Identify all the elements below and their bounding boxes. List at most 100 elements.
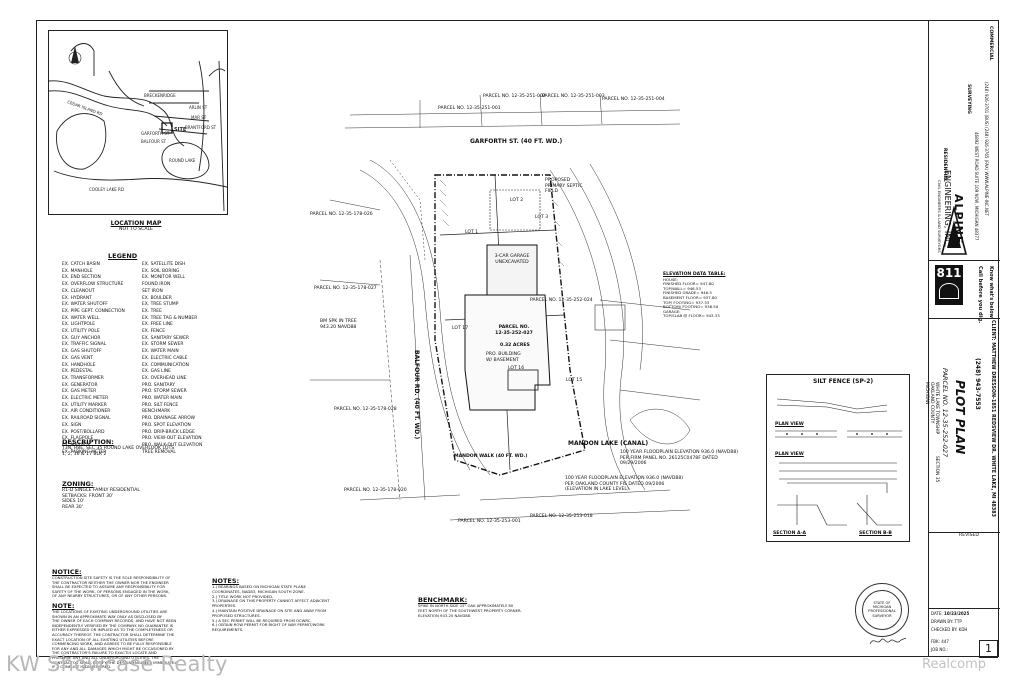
- parcel-label-8: PARCEL NO. 12-35-178-028: [334, 407, 397, 412]
- note-line: EXACT LOCATION OF ALL EXISTING UTILITIES…: [52, 636, 154, 642]
- benchmark-heading: BENCHMARK:: [418, 596, 468, 604]
- subject-area-label: 0.32 ACRES: [500, 343, 530, 348]
- legend-item: EX. PEDESTAL: [62, 369, 93, 375]
- watermark-kw-showcase: KW Showcase Realty: [6, 652, 228, 676]
- tb-811-line1: Know what's below.: [988, 266, 993, 320]
- notice-heading: NOTICE:: [52, 568, 82, 576]
- map-label-breck: BRECKENRIDGE: [144, 93, 176, 98]
- existing-building: [594, 304, 626, 331]
- watermark-realcomp: Realcomp: [922, 657, 987, 672]
- note-heading: NOTE:: [52, 601, 75, 610]
- plan-view-label-2: PLAN VIEW: [775, 452, 804, 457]
- note-line: IF A CONFLICT IS DISCOVERED.: [52, 664, 112, 670]
- legend-item: FOUND IRON: [142, 282, 171, 288]
- lake-label: MANDON LAKE (CANAL): [568, 440, 649, 447]
- tb-surveying: SURVEYING: [966, 84, 971, 114]
- legend-item: EX. GAS METER: [62, 389, 97, 395]
- tb-811-line2: Call before you dig.: [977, 266, 983, 324]
- tb-client-phone: (248) 943-7553: [974, 358, 981, 410]
- seal-text: STATE OF MICHIGAN PROFESSIONAL SURVEYOR: [868, 601, 896, 618]
- note-line: CONTRACTOR SHALL NOTIFY THE DESIGN ENGIN…: [52, 659, 179, 665]
- note-line: FOR ANY AND ALL DAMAGES WHICH MIGHT BE O…: [52, 645, 174, 651]
- legend-item: BENCHMARK: [142, 409, 171, 415]
- notes-line: REQUIREMENTS.: [212, 627, 244, 633]
- legend-item: EX. SOIL BORING: [142, 268, 180, 274]
- parcel-label-1: PARCEL NO. 12-35-251-001: [438, 106, 501, 111]
- notes-line: 3.) DRAINAGE ON THIS PROPERTY CANNOT AFF…: [212, 598, 330, 604]
- notes-line: 4.) MAINTAIN POSITIVE DRAINAGE ON SITE A…: [212, 607, 327, 613]
- zoning-line: R1-D SINGLE FAMILY RESIDENTIAL: [62, 488, 140, 493]
- legend-item: EX. PARKING METER: [62, 449, 107, 455]
- zoning-line: REAR 30': [62, 504, 83, 510]
- legend-item: EX. GAS LINE: [142, 369, 171, 375]
- tb-fbk-label: FBK:: [931, 639, 941, 644]
- street-north-label: GARFORTH ST. (40 FT. WD.): [470, 138, 563, 145]
- legend-item: PRO. WALK-OUT ELEVATION: [142, 442, 203, 448]
- tb-checked-label: CHECKED BY:: [931, 627, 958, 632]
- legend-item: EX. WATER MAIN: [142, 349, 179, 355]
- legend-item: EX. CLEANOUT: [62, 288, 95, 294]
- benchmark-line: SPIKE IN NORTH SIDE 15" OAK APPROXIMATEL…: [418, 603, 514, 608]
- garage-footprint: [486, 244, 538, 296]
- parcel-label-9: PARCEL NO. 12-35-178-020: [344, 488, 407, 493]
- note-line: COMMENCING WORK, AND AGREES TO BE FULLY …: [52, 641, 172, 647]
- description-line: T3N, R8E, SEC 35 ROUND LAKE OVERLOOK LOT…: [62, 446, 175, 451]
- legend-item: EX. FREE LINE: [142, 322, 173, 328]
- description-text: T3N, R8E, SEC 35 ROUND LAKE OVERLOOK LOT…: [62, 446, 242, 457]
- garage-label: 3-CAR GARAGE UNEXCAVATED: [494, 254, 530, 265]
- map-label-garforth: GARFORTH ST: [141, 131, 170, 136]
- tb-date: 10/23/2025: [944, 611, 970, 616]
- legend-item: PRO. SPOT ELEVATION: [142, 422, 191, 428]
- benchmark-line: ELEVATION 943.20 NAVD88: [418, 612, 471, 618]
- elevation-row: TOP/ FOOTING= 937.33: [663, 299, 710, 305]
- lot-2-label: LOT 2: [510, 198, 524, 203]
- elevation-row: HOUSE:: [663, 276, 679, 282]
- legend-item: EX. GAS SHUTOFF: [62, 349, 102, 355]
- legend-item: EX. RAILROAD SIGNAL: [62, 416, 111, 422]
- legend-item: EX. POST/BOLLARD: [62, 429, 105, 435]
- legend-item: EX. WATER WELL: [62, 315, 100, 321]
- notice-line: SHALL BE EXPECTED TO ASSUME ANY RESPONSI…: [52, 584, 165, 590]
- note-line: THE LOCATIONS OF EXISTING UNDERGROUND UT…: [52, 608, 168, 614]
- septic-label: PROPOSED PRIMARY SEPTIC FIELD: [545, 178, 583, 195]
- tb-checked: KDH: [958, 627, 968, 632]
- surveyor-seal: STATE OF MICHIGAN PROFESSIONAL SURVEYOR: [855, 583, 909, 637]
- legend-item: PRO. VIEW-OUT ELEVATION: [142, 436, 202, 442]
- tb-info: DATE: 10/23/2025 DRAWN BY: TTP CHECKED B…: [931, 610, 969, 654]
- tb-parcel: PARCEL NO. 12-35-252-027: [941, 368, 949, 458]
- notes-heading: NOTES:: [212, 577, 240, 585]
- lot-16-label: LOT 16: [508, 366, 525, 371]
- tb-client: CLIENT: MATTHEW DRESSON-1851 REDSVIEW DR…: [990, 320, 995, 517]
- legend-item: PRO. SANITARY: [142, 382, 176, 388]
- bm-note: BM SPK IN TREE 943.20 NAVD88: [320, 319, 357, 330]
- zoning-line: SIDES 10': [62, 499, 85, 505]
- tb-job-label: JOB NO.:: [931, 647, 948, 652]
- lot-15-label: LOT 15: [566, 378, 583, 383]
- notes-line: 5.) A SEC PERMIT WILL BE REQUIRED FROM O…: [212, 617, 312, 623]
- lot-17-label: LOT 17: [452, 326, 469, 331]
- plot-plan-drawing: [310, 94, 701, 521]
- tb-commercial: COMMERCIAL: [988, 26, 993, 61]
- legend-item: EX. LIGHTPOLE: [62, 322, 96, 328]
- silt-fence-detail: SILT FENCE (SP-2) PLAN VIEW PLAN VIEW SE…: [766, 374, 910, 542]
- notes-line: PROPERTIES.: [212, 603, 237, 609]
- parcel-label-3: PARCEL NO. 12-35-251-003: [542, 94, 605, 99]
- legend-item: PRO. WATER MAIN: [142, 396, 182, 402]
- tb-date-label: DATE:: [931, 611, 943, 616]
- legend-item: EX. UTILITY POLE: [62, 329, 100, 335]
- legend-item: PRO. DRIP-BRICK LEDGE: [142, 429, 195, 435]
- note-line: PRESERVE ANY AND ALL UNDERGROUND UTILITI…: [52, 654, 159, 660]
- notes-text: 1.) BEARINGS BASED ON MICHIGAN STATE PLA…: [212, 584, 352, 633]
- legend-item: EX. GUY ANCHOR: [62, 335, 101, 341]
- map-label-arlin: ARLIN ST: [189, 105, 208, 110]
- description-line: 1, 2, 16 & 17 BLK 2: [62, 451, 107, 457]
- parcel-label-4: PARCEL NO. 12-35-251-004: [602, 97, 665, 102]
- legend-item: EX. WATER SHUTOFF: [62, 302, 108, 308]
- septic-field: [489, 189, 541, 231]
- notes-line: COORDINATES, NAD83, MICHIGAN SOUTH ZONE.: [212, 588, 305, 594]
- notice-line: THE CONTRACTOR NEITHER THE OWNER NOR THE…: [52, 579, 169, 585]
- signature-icon: [869, 637, 907, 645]
